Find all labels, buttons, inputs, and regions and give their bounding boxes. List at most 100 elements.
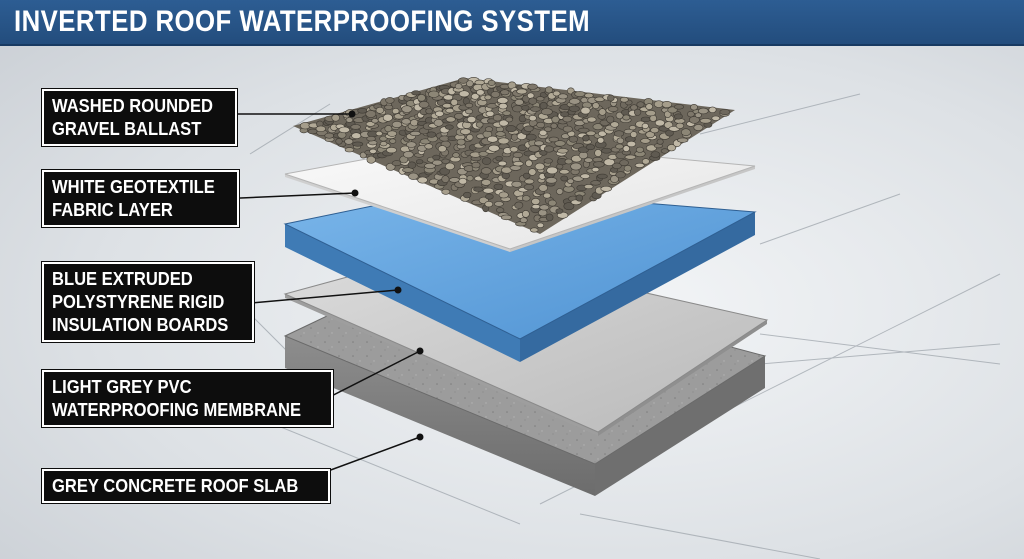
gravel-stone (500, 89, 510, 96)
gravel-stone (505, 116, 514, 123)
gravel-stone (344, 138, 354, 145)
gravel-stone (528, 168, 537, 176)
label-line: INSULATION BOARDS (52, 315, 229, 335)
gravel-stone (523, 125, 534, 132)
gravel-stone (500, 214, 512, 221)
gravel-stone (511, 181, 523, 188)
gravel-stone (465, 102, 474, 108)
gravel-stone (493, 183, 504, 190)
gravel-stone (406, 141, 417, 148)
gravel-stone (545, 213, 554, 222)
gravel-stone (458, 177, 468, 185)
gravel-stone (719, 109, 731, 115)
gravel-stone (538, 184, 548, 192)
gravel-stone (551, 115, 560, 124)
gravel-stone (548, 136, 559, 143)
gravel-stone (350, 124, 361, 130)
label-line: BLUE EXTRUDED (52, 269, 193, 289)
gravel-stone (485, 110, 495, 117)
gravel-stone (523, 184, 535, 191)
gravel-ballast-layer (293, 77, 735, 234)
gravel-stone (478, 151, 489, 157)
gravel-stone (580, 173, 591, 179)
gravel-stone (636, 101, 645, 108)
gravel-stone (535, 96, 545, 102)
gravel-stone (403, 150, 414, 159)
gravel-stone (708, 106, 717, 114)
gravel-stone (387, 130, 397, 137)
label-concrete-slab: GREY CONCRETE ROOF SLAB (42, 469, 330, 503)
gravel-stone (542, 192, 551, 199)
gravel-stone (681, 128, 691, 136)
label-pvc-membrane: LIGHT GREY PVC WATERPROOFING MEMBRANE (42, 370, 333, 427)
gravel-stone (641, 123, 649, 130)
label-line: GRAVEL BALLAST (52, 119, 202, 139)
gravel-stone (512, 105, 523, 113)
gravel-stone (505, 125, 517, 133)
gravel-stone (660, 148, 669, 154)
gravel-stone (531, 198, 541, 206)
gravel-stone (324, 132, 335, 139)
gravel-stone (402, 167, 414, 173)
gravel-stone (352, 141, 364, 147)
gravel-stone (392, 107, 400, 115)
gravel-stone (432, 154, 441, 161)
gravel-stone (521, 195, 531, 202)
gravel-stone (585, 144, 596, 151)
gravel-stone (401, 105, 413, 113)
gravel-stone (476, 89, 485, 96)
gravel-stone (389, 138, 397, 144)
gravel-stone (456, 138, 466, 146)
gravel-stone (442, 103, 453, 109)
gravel-stone (497, 97, 509, 104)
gravel-stone (512, 161, 524, 167)
gravel-stone (441, 158, 450, 164)
label-line: WHITE GEOTEXTILE (52, 177, 215, 197)
gravel-stone (528, 97, 538, 105)
gravel-stone (530, 106, 541, 112)
gravel-stone (487, 135, 499, 143)
gravel-stone (463, 191, 472, 199)
title-bar: INVERTED ROOF WATERPROOFING SYSTEM (0, 0, 1024, 46)
gravel-stone (597, 137, 605, 144)
gravel-stone (527, 83, 538, 90)
gravel-stone (482, 187, 495, 194)
gravel-stone (650, 127, 660, 134)
gravel-stone (534, 162, 545, 171)
gravel-stone (512, 152, 524, 158)
gravel-stone (498, 102, 508, 110)
gravel-stone (371, 118, 379, 124)
gravel-stone (615, 143, 624, 150)
gravel-stone (539, 204, 550, 211)
gravel-stone (699, 118, 712, 124)
gravel-stone (667, 144, 677, 152)
gravel-stone (495, 155, 503, 162)
label-gravel-ballast: WASHED ROUNDED GRAVEL BALLAST (42, 89, 238, 146)
gravel-stone (689, 116, 700, 124)
gravel-stone (694, 112, 702, 118)
gravel-stone (345, 117, 354, 123)
gravel-stone (426, 131, 437, 138)
gravel-stone (544, 126, 552, 132)
gravel-stone (590, 180, 602, 186)
gravel-stone (331, 113, 340, 122)
gravel-stone (674, 113, 683, 120)
gravel-stone (445, 116, 456, 123)
gravel-stone (385, 97, 395, 104)
gravel-stone (425, 108, 433, 115)
gravel-stone (612, 162, 622, 170)
gravel-stone (623, 165, 632, 172)
gravel-stone (522, 172, 531, 179)
gravel-stone (600, 185, 612, 192)
gravel-stone (540, 108, 553, 116)
gravel-stone (497, 160, 507, 167)
gravel-stone (382, 113, 393, 122)
gravel-stone (498, 191, 509, 199)
gravel-stone (673, 104, 684, 110)
gravel-stone (432, 159, 443, 166)
gravel-stone (562, 125, 573, 133)
gravel-stone (481, 179, 492, 186)
gravel-stone (552, 90, 561, 97)
gravel-stone (622, 145, 630, 152)
gravel-stone (654, 119, 665, 127)
